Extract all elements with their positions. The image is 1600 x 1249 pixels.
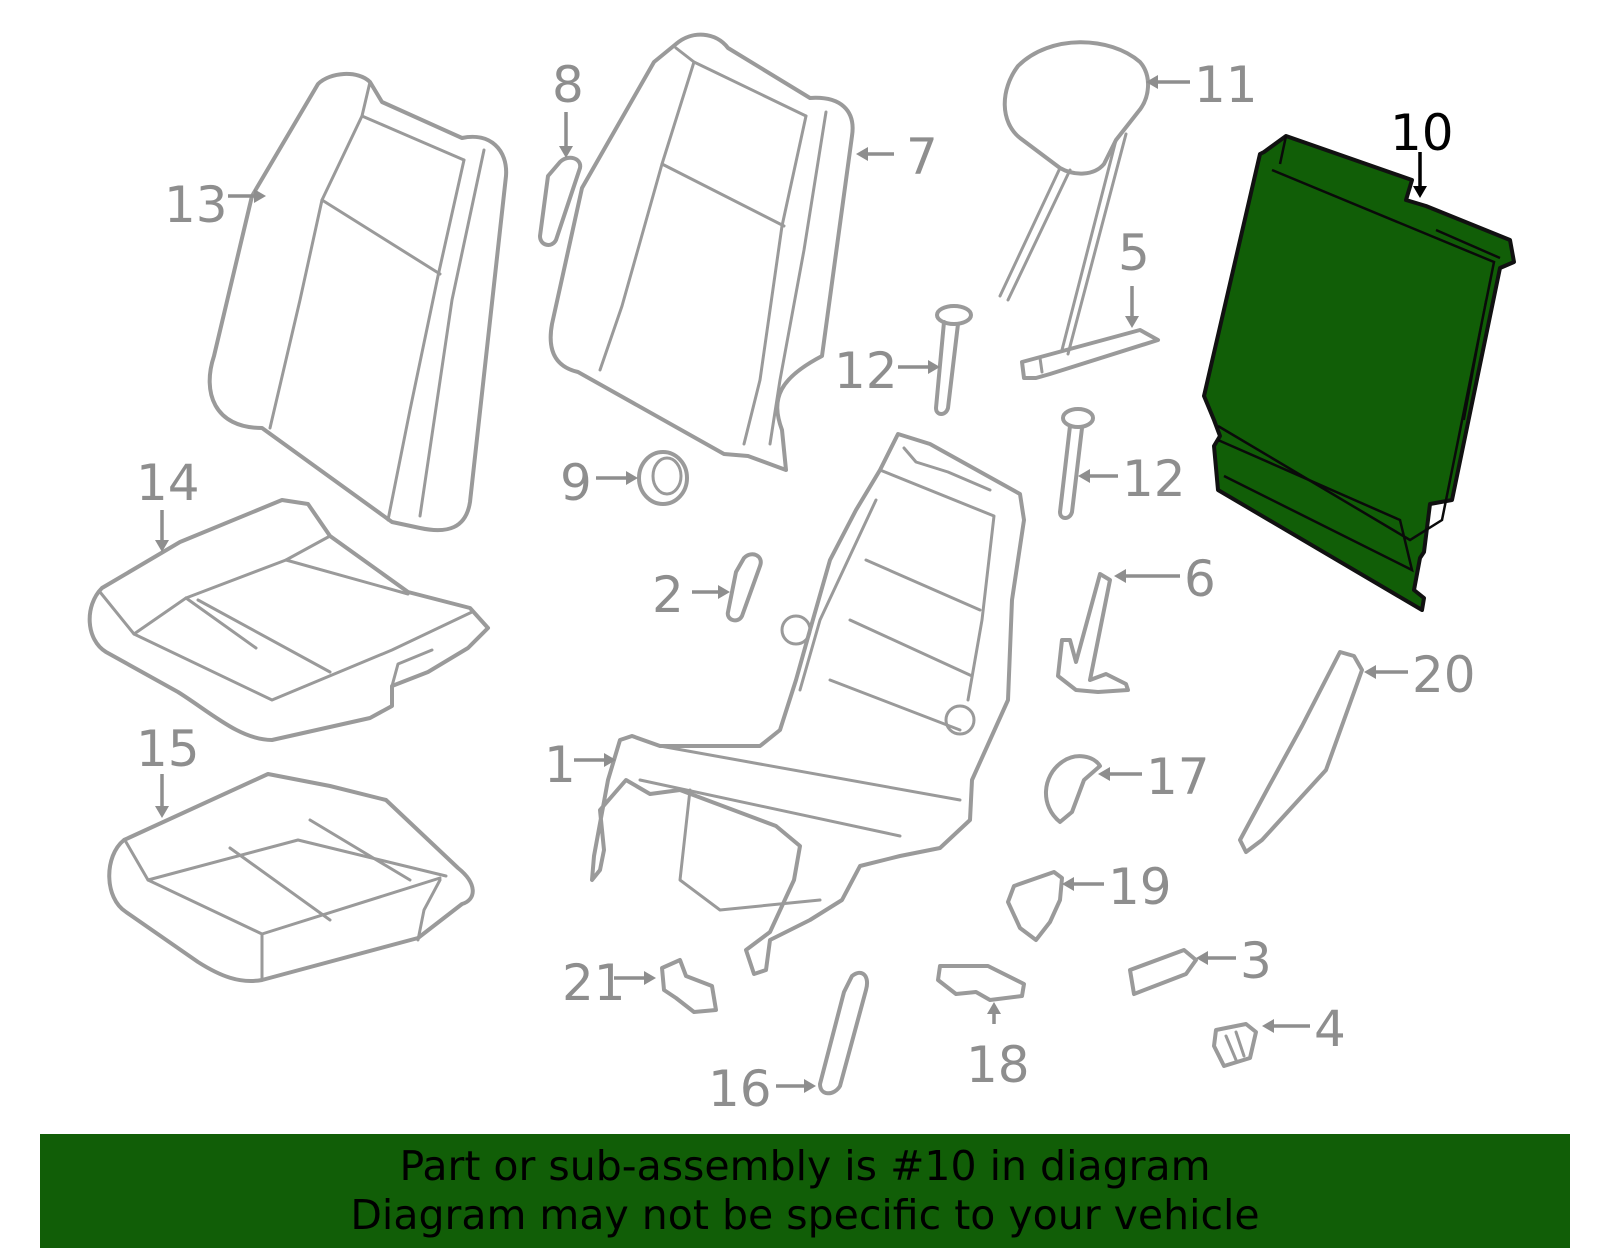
- part-20-side-trim[interactable]: [1238, 650, 1364, 854]
- callout-6: 6: [1184, 550, 1216, 608]
- part-16-trim[interactable]: [818, 970, 869, 1096]
- part-8-trim[interactable]: [538, 155, 583, 247]
- callout-11: 11: [1194, 56, 1258, 114]
- part-21-clip[interactable]: [660, 958, 718, 1014]
- callout-7: 7: [906, 128, 938, 186]
- part-19-cover[interactable]: [1006, 870, 1064, 942]
- callout-2: 2: [652, 566, 684, 624]
- callout-5: 5: [1118, 224, 1150, 282]
- part-14-cushion-cover[interactable]: [87, 498, 490, 742]
- callout-13: 13: [164, 176, 228, 234]
- part-7-seatback-pad[interactable]: [548, 32, 855, 472]
- callout-20: 20: [1412, 646, 1476, 704]
- part-17-cap[interactable]: [1044, 754, 1102, 824]
- callout-14: 14: [136, 454, 200, 512]
- part-5-bracket[interactable]: [1020, 328, 1160, 380]
- callout-8: 8: [552, 56, 584, 114]
- callout-3: 3: [1240, 932, 1272, 990]
- part-2-trim[interactable]: [725, 552, 763, 623]
- info-banner: Part or sub-assembly is #10 in diagram D…: [40, 1134, 1570, 1248]
- callout-16: 16: [708, 1060, 772, 1118]
- callout-18: 18: [966, 1036, 1030, 1094]
- banner-line-2: Diagram may not be specific to your vehi…: [350, 1191, 1260, 1239]
- part-3-cover[interactable]: [1128, 948, 1198, 996]
- callout-9: 9: [560, 454, 592, 512]
- part-4-clip[interactable]: [1212, 1022, 1258, 1068]
- banner-line-1: Part or sub-assembly is #10 in diagram: [399, 1142, 1211, 1190]
- callout-21: 21: [562, 954, 626, 1012]
- part-9-grommet[interactable]: [637, 450, 689, 506]
- part-11-headrest[interactable]: [998, 40, 1150, 356]
- part-15-cushion-pad[interactable]: [107, 772, 475, 983]
- callout-1: 1: [544, 736, 576, 794]
- callout-17: 17: [1146, 748, 1210, 806]
- callout-12a: 12: [834, 342, 898, 400]
- part-13-seatback-cover[interactable]: [207, 72, 509, 533]
- callout-15: 15: [136, 720, 200, 778]
- leader-lines: [155, 75, 1427, 1093]
- part-12-guide-lower[interactable]: [1058, 407, 1095, 520]
- part-6-bracket[interactable]: [1056, 572, 1130, 694]
- callout-12b: 12: [1122, 450, 1186, 508]
- callout-labels: 13 8 7 11 10 5 12 12 9 14 2 6 20 1 15 17…: [136, 56, 1476, 1118]
- callout-19: 19: [1108, 858, 1172, 916]
- part-18-handle[interactable]: [936, 964, 1026, 1002]
- part-10-seatback-panel[interactable]: [1202, 134, 1516, 612]
- callout-10: 10: [1390, 104, 1454, 162]
- part-12-guide-upper[interactable]: [934, 304, 973, 416]
- part-1-seat-frame[interactable]: [590, 432, 1026, 976]
- callout-4: 4: [1314, 1000, 1346, 1058]
